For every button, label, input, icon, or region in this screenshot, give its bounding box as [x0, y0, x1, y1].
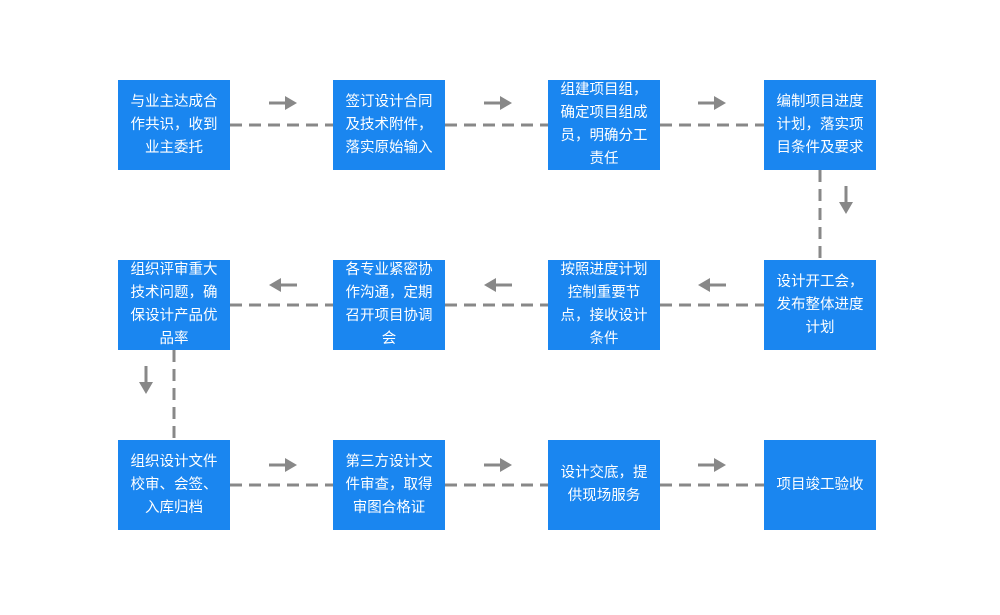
step-box-4: 编制项目进度 计划，落实项 目条件及要求	[764, 80, 876, 170]
arrow-11-12	[698, 458, 726, 472]
arrow-1-2	[269, 96, 297, 110]
arrow-3-4	[698, 96, 726, 110]
arrow-6-7	[484, 278, 512, 292]
arrow-8-9	[139, 366, 153, 394]
step-box-8: 组织评审重大 技术问题，确 保设计产品优 品率	[118, 260, 230, 350]
step-box-12: 项目竣工验收	[764, 440, 876, 530]
step-box-7: 各专业紧密协 作沟通，定期 召开项目协调 会	[333, 260, 445, 350]
step-box-5: 设计开工会， 发布整体进度 计划	[764, 260, 876, 350]
arrow-9-10	[269, 458, 297, 472]
step-box-9: 组织设计文件 校审、会签、 入库归档	[118, 440, 230, 530]
step-box-11: 设计交底，提 供现场服务	[548, 440, 660, 530]
arrow-7-8	[269, 278, 297, 292]
arrow-5-6	[698, 278, 726, 292]
arrow-2-3	[484, 96, 512, 110]
step-box-2: 签订设计合同 及技术附件， 落实原始输入	[333, 80, 445, 170]
step-box-3: 组建项目组， 确定项目组成 员，明确分工 责任	[548, 80, 660, 170]
step-box-10: 第三方设计文 件审查，取得 审图合格证	[333, 440, 445, 530]
step-box-1: 与业主达成合 作共识，收到 业主委托	[118, 80, 230, 170]
step-box-6: 按照进度计划 控制重要节 点，接收设计 条件	[548, 260, 660, 350]
arrow-10-11	[484, 458, 512, 472]
connectors	[139, 96, 853, 487]
arrow-4-5	[839, 186, 853, 214]
